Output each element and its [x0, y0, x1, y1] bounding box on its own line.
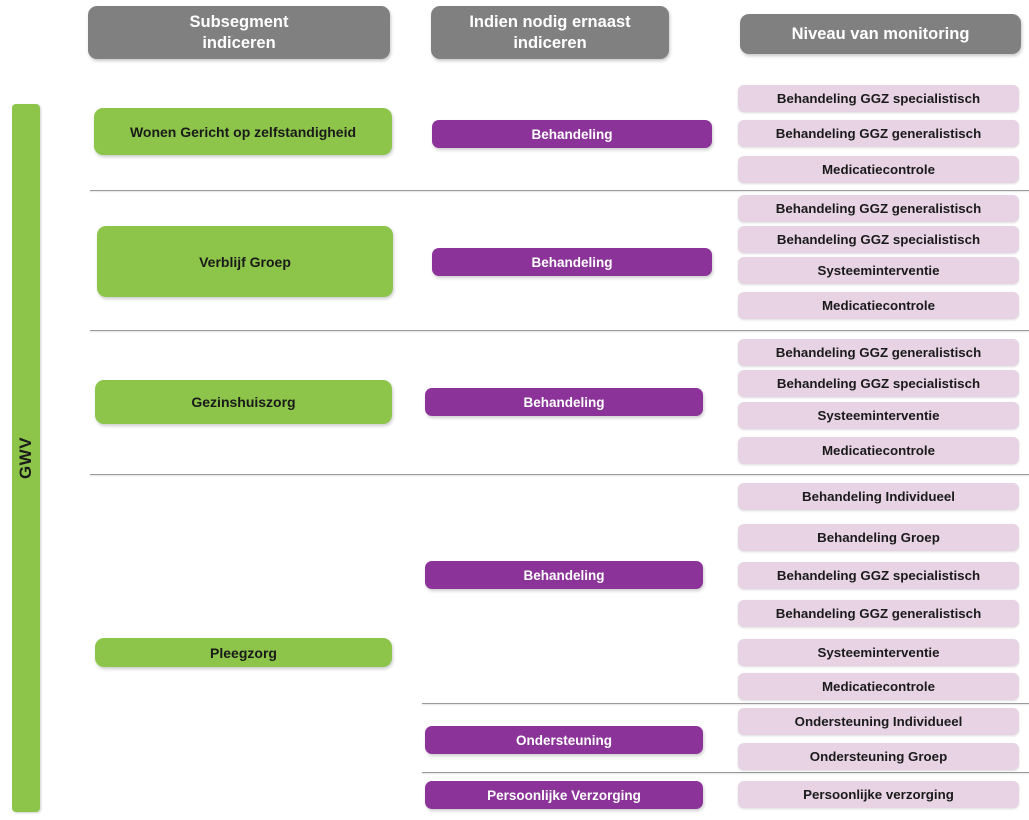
- subsegment-label: Pleegzorg: [210, 644, 277, 661]
- monitoring-label: Behandeling Individueel: [802, 489, 955, 504]
- indication-label: Persoonlijke Verzorging: [487, 787, 641, 803]
- column-header-indien-nodig-line1: Indien nodig ernaast: [469, 12, 631, 31]
- monitoring-label: Behandeling GGZ generalistisch: [775, 606, 982, 621]
- subsegment-box-pleegzorg[interactable]: Pleegzorg: [95, 638, 392, 667]
- monitoring-label: Systeeminterventie: [817, 408, 940, 423]
- column-header-niveau-monitoring-line1: Niveau van monitoring: [791, 24, 970, 43]
- monitoring-label: Behandeling GGZ specialistisch: [776, 91, 981, 106]
- column-header-subsegment: Subsegment indiceren: [88, 6, 390, 59]
- monitoring-pill[interactable]: Behandeling GGZ generalistisch: [738, 195, 1019, 222]
- monitoring-label: Systeeminterventie: [817, 263, 940, 278]
- section-divider: [90, 190, 1029, 191]
- monitoring-pill[interactable]: Behandeling Individueel: [738, 483, 1019, 510]
- monitoring-pill[interactable]: Behandeling GGZ specialistisch: [738, 226, 1019, 253]
- subsegment-label: Verblijf Groep: [199, 253, 291, 270]
- indication-label: Behandeling: [531, 254, 613, 270]
- monitoring-label: Medicatiecontrole: [821, 443, 936, 458]
- indication-box-ondersteuning[interactable]: Ondersteuning: [425, 726, 703, 754]
- subsegment-box-wonen-gericht-op-zelfstandigheid[interactable]: Wonen Gericht op zelfstandigheid: [94, 108, 392, 155]
- monitoring-pill[interactable]: Behandeling GGZ specialistisch: [738, 562, 1019, 589]
- monitoring-label: Medicatiecontrole: [821, 298, 936, 313]
- monitoring-label: Behandeling GGZ specialistisch: [776, 232, 981, 247]
- monitoring-label: Behandeling GGZ specialistisch: [776, 376, 981, 391]
- monitoring-pill[interactable]: Systeeminterventie: [738, 402, 1019, 429]
- indication-divider: [422, 772, 1029, 773]
- monitoring-pill[interactable]: Behandeling GGZ generalistisch: [738, 600, 1019, 627]
- monitoring-label: Behandeling Groep: [817, 530, 940, 545]
- monitoring-label: Medicatiecontrole: [821, 162, 936, 177]
- column-header-niveau-monitoring: Niveau van monitoring: [740, 14, 1021, 54]
- monitoring-pill[interactable]: Behandeling Groep: [738, 524, 1019, 551]
- monitoring-label: Behandeling GGZ generalistisch: [775, 126, 982, 141]
- subsegment-box-gezinshuiszorg[interactable]: Gezinshuiszorg: [95, 380, 392, 424]
- indication-label: Behandeling: [531, 126, 613, 142]
- column-header-indien-nodig: Indien nodig ernaast indiceren: [431, 6, 669, 59]
- indication-box-behandeling-2[interactable]: Behandeling: [432, 248, 712, 276]
- monitoring-label: Behandeling GGZ specialistisch: [776, 568, 981, 583]
- column-header-subsegment-line2: indiceren: [202, 33, 276, 52]
- monitoring-pill[interactable]: Systeeminterventie: [738, 639, 1019, 666]
- gwv-rail: GWV: [12, 104, 40, 812]
- indication-label: Ondersteuning: [515, 732, 612, 748]
- monitoring-label: Ondersteuning Groep: [809, 749, 948, 764]
- monitoring-pill[interactable]: Medicatiecontrole: [738, 437, 1019, 464]
- monitoring-label: Persoonlijke verzorging: [803, 787, 954, 802]
- monitoring-label: Behandeling GGZ generalistisch: [775, 201, 982, 216]
- monitoring-pill[interactable]: Behandeling GGZ specialistisch: [738, 370, 1019, 397]
- indication-divider: [422, 703, 1029, 704]
- section-divider: [90, 330, 1029, 331]
- subsegment-box-verblijf-groep[interactable]: Verblijf Groep: [97, 226, 393, 297]
- gwv-rail-label: GWV: [16, 436, 35, 480]
- monitoring-pill[interactable]: Medicatiecontrole: [738, 156, 1019, 183]
- section-divider: [90, 474, 1029, 475]
- indication-label: Behandeling: [523, 394, 605, 410]
- subsegment-label: Wonen Gericht op zelfstandigheid: [129, 123, 357, 140]
- indication-box-behandeling-3[interactable]: Behandeling: [425, 388, 703, 416]
- monitoring-pill[interactable]: Behandeling GGZ generalistisch: [738, 339, 1019, 366]
- monitoring-pill[interactable]: Ondersteuning Groep: [738, 743, 1019, 770]
- subsegment-label: Gezinshuiszorg: [191, 394, 296, 410]
- indication-box-persoonlijke-verzorging[interactable]: Persoonlijke Verzorging: [425, 781, 703, 809]
- monitoring-pill[interactable]: Behandeling GGZ generalistisch: [738, 120, 1019, 147]
- indication-box-behandeling-4[interactable]: Behandeling: [425, 561, 703, 589]
- monitoring-pill[interactable]: Medicatiecontrole: [738, 292, 1019, 319]
- indication-box-behandeling-1[interactable]: Behandeling: [432, 120, 712, 148]
- monitoring-label: Ondersteuning Individueel: [794, 714, 963, 729]
- monitoring-label: Systeeminterventie: [817, 645, 940, 660]
- column-header-subsegment-line1: Subsegment: [189, 12, 289, 31]
- monitoring-pill[interactable]: Systeeminterventie: [738, 257, 1019, 284]
- monitoring-pill[interactable]: Ondersteuning Individueel: [738, 708, 1019, 735]
- monitoring-pill[interactable]: Behandeling GGZ specialistisch: [738, 85, 1019, 112]
- indication-label: Behandeling: [523, 567, 605, 583]
- monitoring-pill[interactable]: Persoonlijke verzorging: [738, 781, 1019, 808]
- column-header-indien-nodig-line2: indiceren: [513, 33, 587, 52]
- monitoring-label: Medicatiecontrole: [821, 679, 936, 694]
- monitoring-label: Behandeling GGZ generalistisch: [775, 345, 982, 360]
- monitoring-pill[interactable]: Medicatiecontrole: [738, 673, 1019, 700]
